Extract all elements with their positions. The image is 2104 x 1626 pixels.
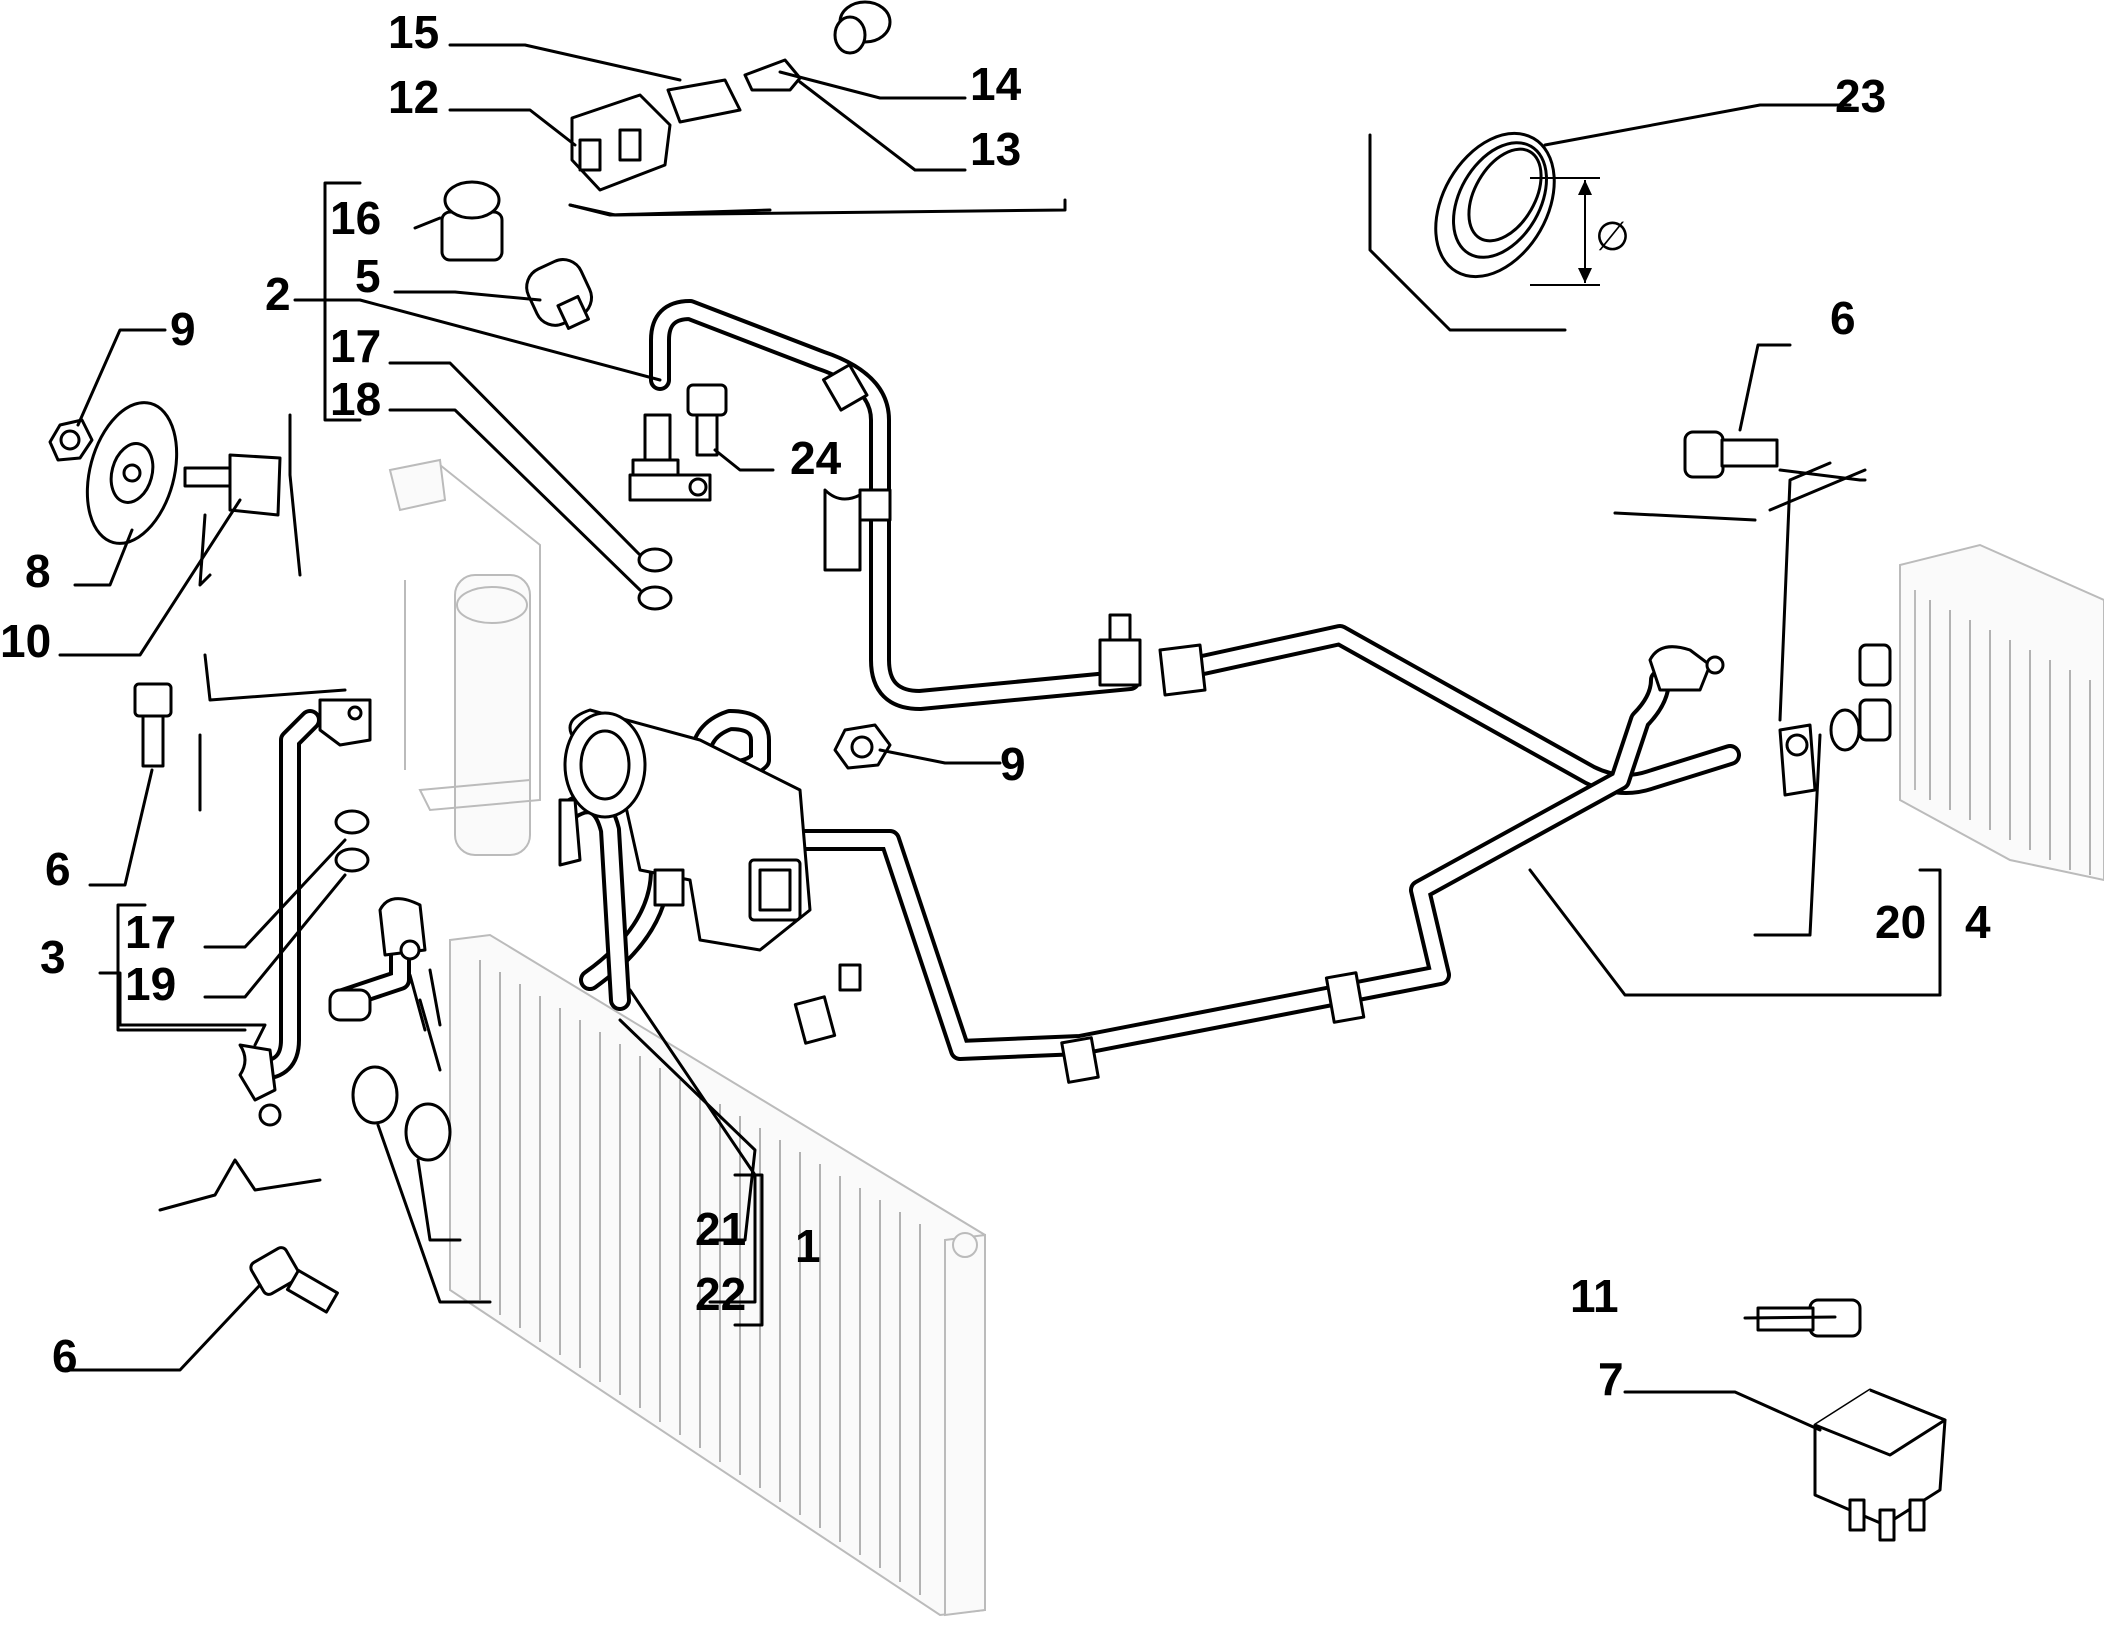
part-24-bolt xyxy=(686,383,728,457)
diameter-dimension: ∅ xyxy=(1530,177,1630,286)
label-17-top: 17 xyxy=(330,320,381,372)
label-6-bottom: 6 xyxy=(52,1330,78,1382)
part-5-pressure-switch xyxy=(525,258,593,330)
part-10-bracket xyxy=(183,453,282,517)
part-9-nut-left xyxy=(48,418,94,462)
part-23-seal-ring xyxy=(1434,131,1556,279)
label-11: 11 xyxy=(1570,1270,1619,1322)
label-23: 23 xyxy=(1835,70,1886,122)
label-18: 18 xyxy=(330,373,381,425)
label-4: 4 xyxy=(1965,896,1991,948)
part-12-connector xyxy=(570,93,672,192)
context-lines xyxy=(158,133,1867,1212)
label-7: 7 xyxy=(1598,1353,1624,1405)
diameter-symbol: ∅ xyxy=(1595,214,1630,260)
evaporator-ghost xyxy=(1899,543,2104,882)
label-22: 22 xyxy=(695,1268,746,1320)
part-6-bolt-left xyxy=(133,682,173,768)
label-8: 8 xyxy=(25,545,51,597)
part-6-bolt-bottom xyxy=(249,1246,339,1314)
label-20: 20 xyxy=(1875,896,1926,948)
label-16: 16 xyxy=(330,192,381,244)
label-10: 10 xyxy=(0,615,51,667)
label-24: 24 xyxy=(790,432,842,484)
part-8-pulley xyxy=(85,401,179,545)
part-14-grommet xyxy=(833,0,892,55)
label-6-left: 6 xyxy=(45,843,71,895)
part-6-bolt-right xyxy=(1683,430,1779,479)
label-6-right: 6 xyxy=(1830,292,1856,344)
leader-lines xyxy=(58,43,1942,1432)
part-13-terminal xyxy=(743,58,802,92)
label-13: 13 xyxy=(970,123,1021,175)
callout-labels: 15 12 14 13 23 16 5 2 17 18 24 9 8 10 6 … xyxy=(0,6,1991,1405)
part-7-relay xyxy=(1813,1388,1947,1542)
label-1: 1 xyxy=(795,1220,821,1272)
label-2: 2 xyxy=(265,268,291,320)
label-9-right: 9 xyxy=(1000,738,1026,790)
label-19: 19 xyxy=(125,958,176,1010)
label-9-left: 9 xyxy=(170,303,196,355)
label-21: 21 xyxy=(695,1203,746,1255)
part-15-terminal-block xyxy=(666,78,742,124)
seal-rings xyxy=(334,547,1861,1162)
label-15: 15 xyxy=(388,6,439,58)
label-12: 12 xyxy=(388,71,439,123)
label-17-bottom: 17 xyxy=(125,906,176,958)
label-5: 5 xyxy=(355,250,381,302)
pipe-fittings xyxy=(238,363,1892,1127)
label-3: 3 xyxy=(40,931,66,983)
condenser-ghost xyxy=(449,933,986,1617)
pressure-switch-bracket xyxy=(628,413,712,502)
receiver-drier-ghost xyxy=(388,458,541,856)
part-9-nut-right xyxy=(833,723,892,770)
compressor xyxy=(558,708,812,952)
label-14: 14 xyxy=(970,58,1022,110)
part-16-cap xyxy=(440,180,504,262)
